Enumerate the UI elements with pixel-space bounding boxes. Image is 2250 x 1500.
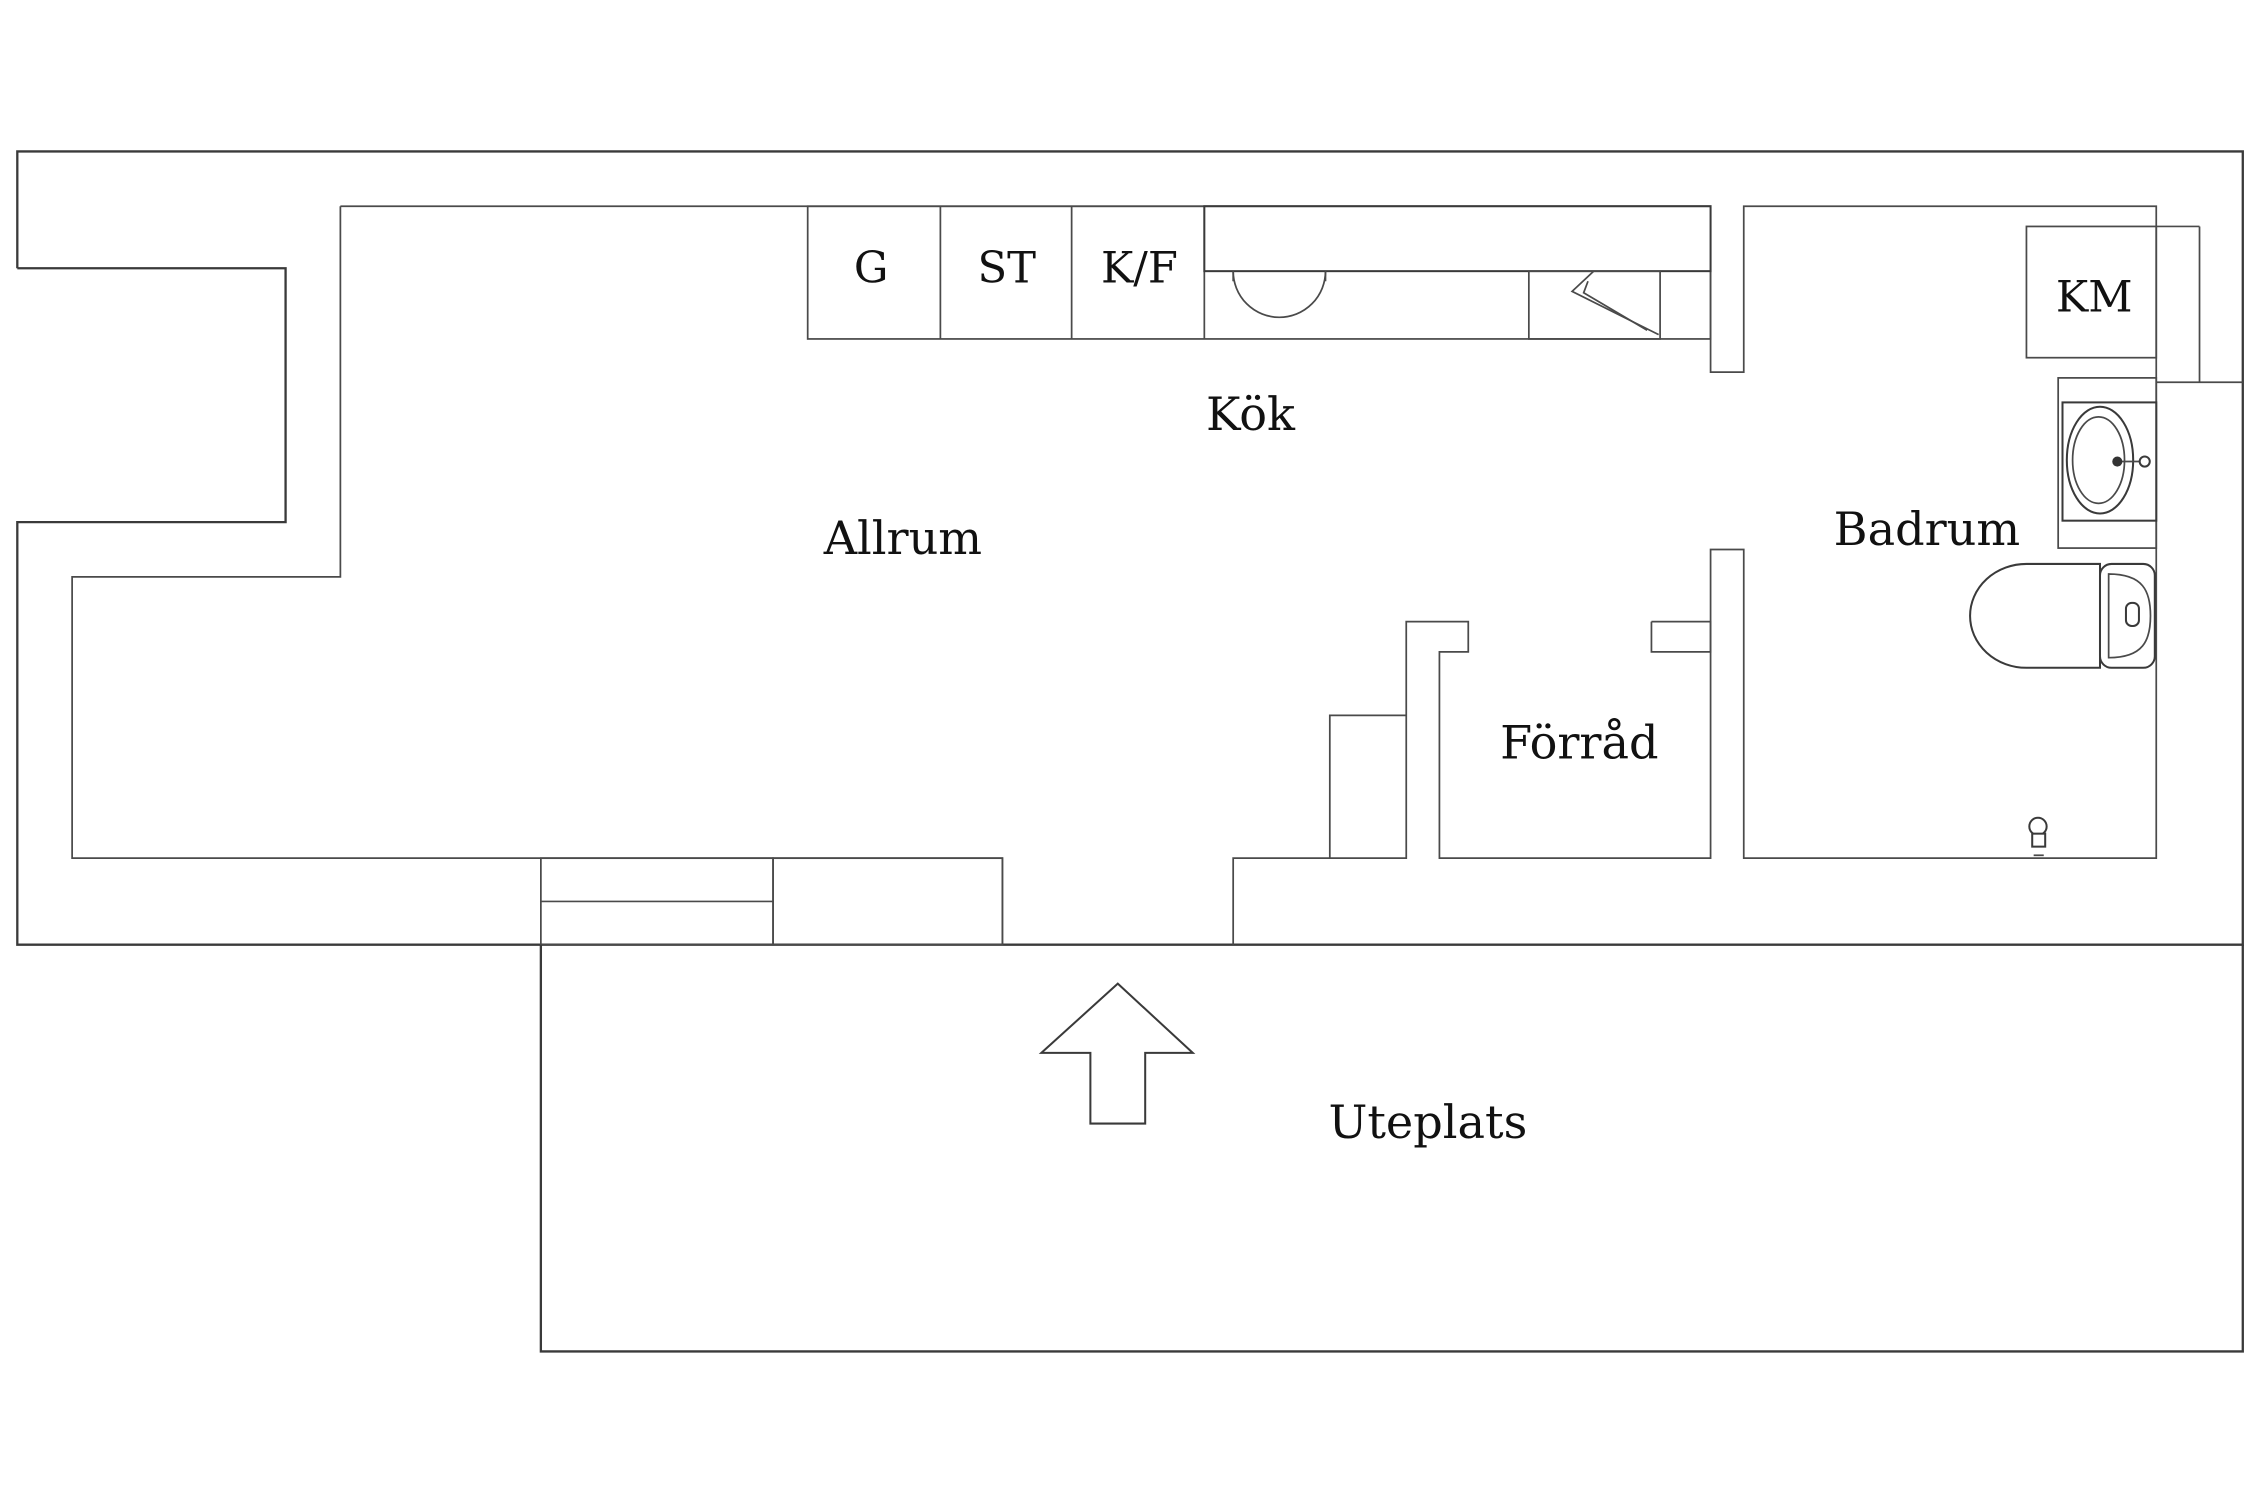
room-label-badrum: Badrum <box>1834 502 2020 556</box>
outer-wall <box>16 150 2244 946</box>
room-label-kok: Kök <box>1206 387 1296 441</box>
appliance-label-km: KM <box>2056 273 2133 323</box>
dishwasher-icon <box>1527 270 1661 340</box>
inner-walls <box>71 205 2243 946</box>
patio-area <box>539 944 2244 1353</box>
kitchen-counter <box>806 205 1712 340</box>
kitchen-sink-icon <box>1232 271 1327 319</box>
toilet-icon <box>1969 562 2156 669</box>
room-label-uteplats: Uteplats <box>1329 1095 1528 1149</box>
room-label-forrad: Förråd <box>1500 716 1658 770</box>
washing-machine <box>2025 225 2158 359</box>
floor-drain-icon <box>2028 816 2048 857</box>
washbasin-icon <box>2057 377 2158 549</box>
appliance-label-kf: K/F <box>1101 244 1178 294</box>
appliance-label-g: G <box>854 244 889 294</box>
upper-cabinet <box>1203 205 1712 273</box>
appliance-label-st: ST <box>977 244 1036 294</box>
up-arrow-icon <box>1038 982 1196 1125</box>
room-label-allrum: Allrum <box>823 511 982 565</box>
